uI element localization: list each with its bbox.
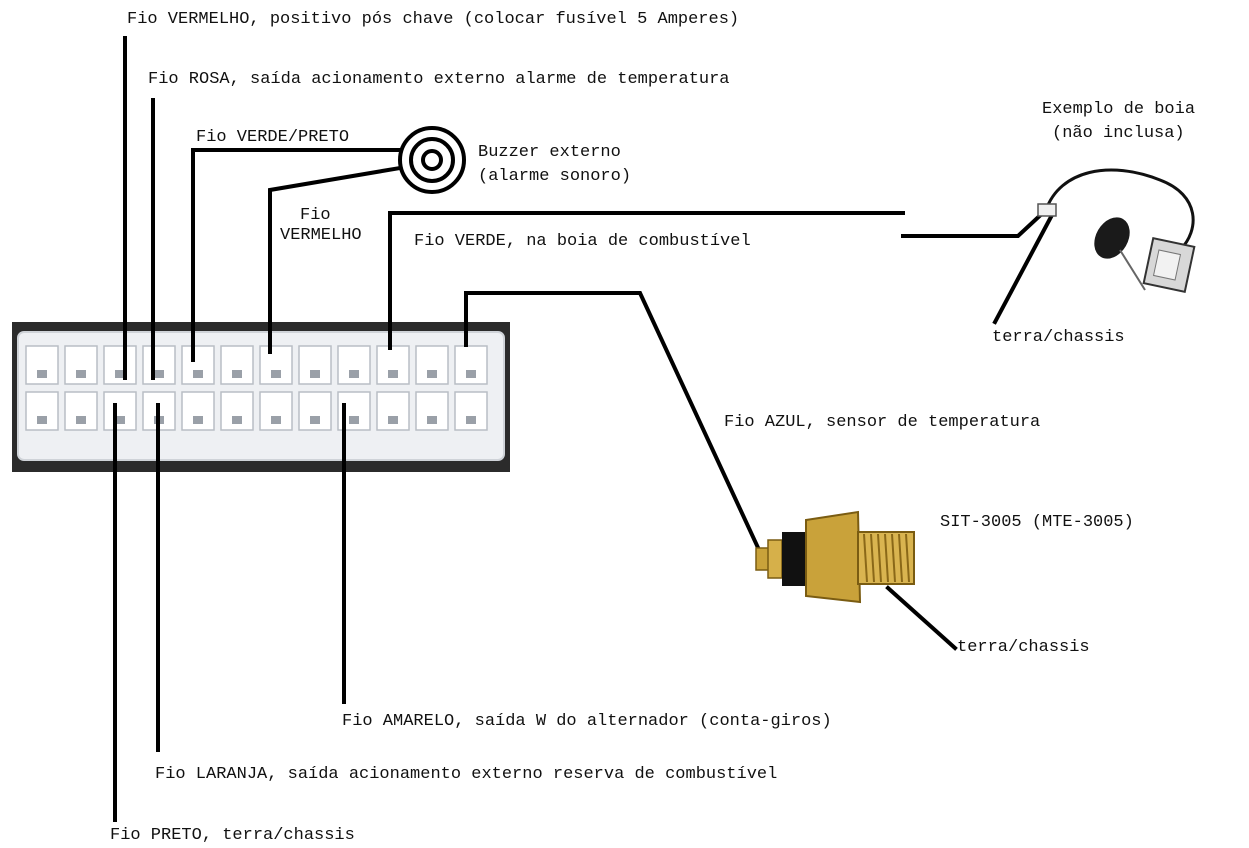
connector-cavity — [181, 391, 215, 431]
label-blue-temp-sensor: Fio AZUL, sensor de temperatura — [724, 413, 1041, 432]
connector-cavity — [415, 391, 449, 431]
connector-terminal — [466, 416, 476, 424]
connector-cavity — [103, 391, 137, 431]
label-red-buzzer-line1: Fio — [300, 206, 331, 225]
connector-terminal — [271, 416, 281, 424]
connector-terminal — [232, 416, 242, 424]
wire-green-fuel-2 — [901, 207, 1049, 238]
connector-terminal — [349, 370, 359, 378]
label-red-buzzer-line2: VERMELHO — [280, 226, 362, 245]
connector-terminal — [154, 370, 164, 378]
connector-terminal — [37, 416, 47, 424]
connector-cavity — [142, 345, 176, 385]
connector-terminal — [310, 370, 320, 378]
connector-terminal — [76, 416, 86, 424]
connector-cavity — [259, 391, 293, 431]
connector-terminal — [115, 416, 125, 424]
wire-green-black — [191, 148, 402, 362]
sensor-thread — [905, 533, 910, 583]
label-float-example-line2: (não inclusa) — [1052, 124, 1185, 143]
connector-terminal — [193, 416, 203, 424]
connector-cavity — [64, 345, 98, 385]
sensor-thread — [884, 533, 889, 583]
connector-cavity — [415, 345, 449, 385]
connector-cavity — [25, 391, 59, 431]
connector-cavity — [376, 391, 410, 431]
label-sensor-model: SIT-3005 (MTE-3005) — [940, 513, 1134, 532]
connector-cavity — [337, 345, 371, 385]
connector-terminal — [193, 370, 203, 378]
temperature-sensor-picture — [755, 510, 915, 604]
connector-terminal — [271, 370, 281, 378]
connector-terminal — [388, 416, 398, 424]
label-orange-fuel-reserve: Fio LARANJA, saída acionamento externo r… — [155, 765, 778, 784]
label-buzzer-line2: (alarme sonoro) — [478, 167, 632, 186]
label-buzzer-line1: Buzzer externo — [478, 143, 621, 162]
label-black-ground: Fio PRETO, terra/chassis — [110, 826, 355, 845]
connector-terminal — [310, 416, 320, 424]
connector-block — [12, 322, 510, 472]
connector-cavity — [103, 345, 137, 385]
connector-cavity — [64, 391, 98, 431]
connector-terminal — [427, 416, 437, 424]
label-yellow-alternator: Fio AMARELO, saída W do alternador (cont… — [342, 712, 832, 731]
connector-cavity — [454, 391, 488, 431]
connector-terminal — [466, 370, 476, 378]
wires — [113, 36, 1055, 822]
sensor-thread — [898, 533, 903, 583]
connector-cavity — [25, 345, 59, 385]
label-red-ignition: Fio VERMELHO, positivo pós chave (coloca… — [127, 10, 740, 29]
connector-cavity — [376, 345, 410, 385]
connector-cavity — [220, 391, 254, 431]
connector-terminal — [388, 370, 398, 378]
label-float-example-line1: Exemplo de boia — [1042, 100, 1196, 119]
label-sensor-ground: terra/chassis — [957, 638, 1090, 657]
buzzer-icon — [398, 126, 466, 194]
connector-terminal — [427, 370, 437, 378]
connector-cavity — [298, 345, 332, 385]
connector-terminal — [76, 370, 86, 378]
connector-terminal — [37, 370, 47, 378]
label-green-fuel: Fio VERDE, na boia de combustível — [414, 232, 751, 251]
connector-cavity — [259, 345, 293, 385]
wire-sensor-ground — [885, 585, 958, 651]
sensor-thread — [891, 533, 896, 583]
connector-cavity — [220, 345, 254, 385]
label-float-ground: terra/chassis — [992, 328, 1125, 347]
float-sensor-picture — [1037, 168, 1196, 294]
connector-terminal — [349, 416, 359, 424]
connector-cavity — [454, 345, 488, 385]
label-green-black: Fio VERDE/PRETO — [196, 128, 350, 147]
sensor-thread — [863, 533, 868, 583]
wire-red-buzzer — [268, 165, 403, 354]
label-pink-temp-alarm: Fio ROSA, saída acionamento externo alar… — [148, 70, 730, 89]
sensor-thread — [877, 533, 882, 583]
wire-float-ground — [992, 212, 1055, 325]
connector-cavity — [298, 391, 332, 431]
connector-terminal — [115, 370, 125, 378]
sensor-thread — [870, 533, 875, 583]
connector-terminal — [232, 370, 242, 378]
connector-cavity — [181, 345, 215, 385]
wire-blue — [464, 291, 763, 555]
wire-green-fuel — [388, 211, 905, 350]
connector-pins — [25, 345, 488, 431]
